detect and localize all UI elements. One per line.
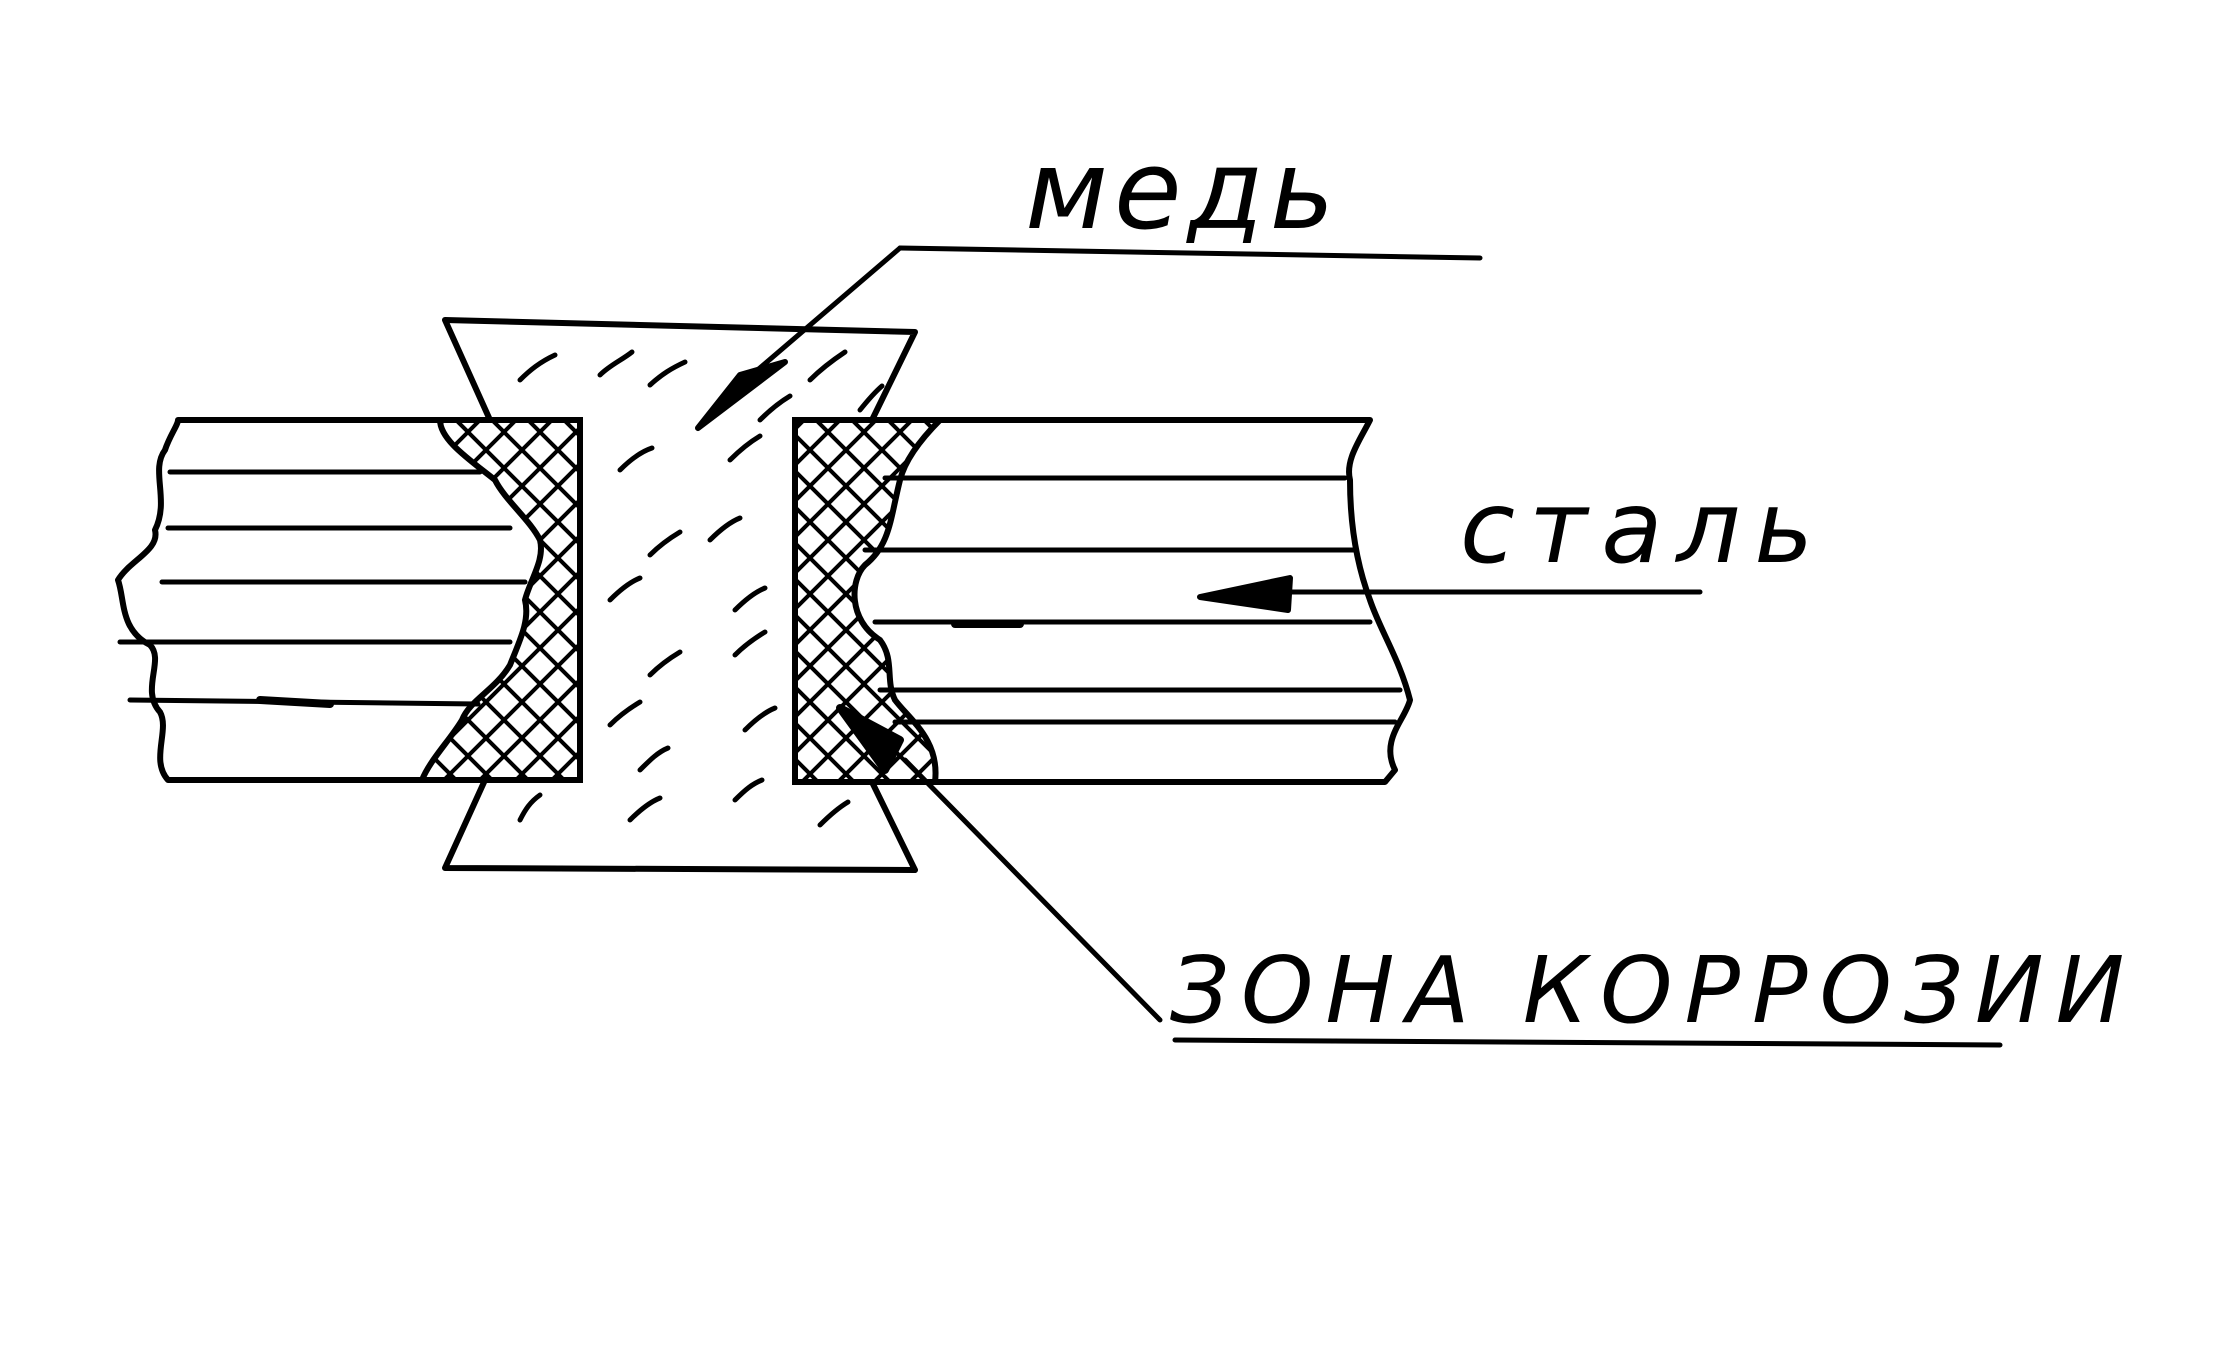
steel-leader	[1197, 575, 1703, 613]
corrosion-zone-leader	[836, 704, 2003, 1048]
corrosion-zone-label: ЗОНА КОРРОЗИИ	[1170, 937, 2136, 1044]
right-steel-plate	[792, 417, 1413, 785]
steel-label: сталь	[1460, 469, 1827, 586]
right-corrosion-zone	[792, 417, 948, 785]
left-steel-plate	[115, 417, 583, 783]
steel-arrowhead	[1197, 575, 1293, 613]
left-corrosion-zone	[417, 417, 583, 783]
copper-leader	[695, 245, 1483, 431]
corrosion-arrowhead	[836, 704, 904, 774]
copper-rivet	[442, 317, 918, 873]
copper-arrowhead	[695, 359, 788, 431]
copper-label: медь	[1025, 126, 1341, 254]
copper-texture	[517, 349, 885, 828]
